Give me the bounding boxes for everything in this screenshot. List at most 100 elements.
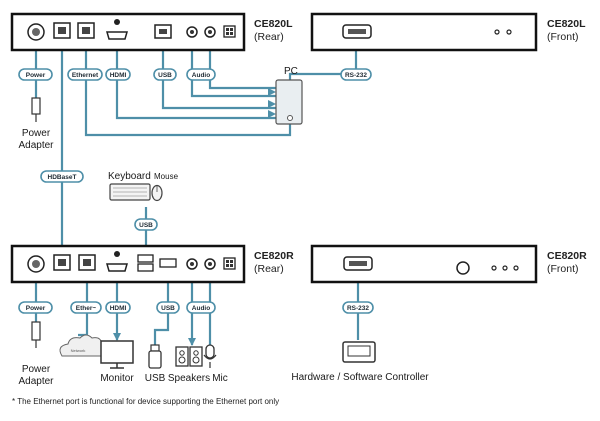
arrow-audio-speaker — [188, 338, 196, 346]
mouse-icon — [151, 184, 163, 202]
power-adapter-top-line1: Power — [22, 128, 51, 139]
led-icon — [513, 265, 519, 271]
keyboard-mouse: Keyboard Mouse USB — [108, 171, 179, 231]
pill-rs232-bot-text: RS-232 — [347, 305, 369, 312]
led-icon — [494, 29, 500, 35]
ethernet-port-inner — [82, 27, 90, 34]
monitor-label: Monitor — [100, 373, 134, 384]
controller-label: Hardware / Software Controller — [291, 372, 429, 383]
pill-rs232-top-text: RS-232 — [345, 72, 367, 79]
power-jack-inner — [32, 28, 40, 36]
led-icon — [114, 19, 120, 25]
cable-usb-top — [161, 48, 276, 110]
pill-ethernet-top-text: Ethernet — [72, 72, 99, 79]
usb-a-port-icon — [137, 254, 154, 263]
power-adapter-bot-line2: Adapter — [18, 376, 54, 387]
pill-hdbaset — [40, 170, 84, 183]
power-adapter-bot-line1: Power — [22, 364, 51, 375]
pill-usb-top — [153, 68, 177, 81]
cables — [34, 48, 360, 345]
top-pills: Power Ethernet HDMI USB Audio RS-232 — [18, 68, 372, 81]
mic: Mic — [203, 344, 228, 384]
arrow-audio-pc — [268, 88, 276, 96]
pc-port-icon — [287, 115, 293, 121]
mic-label: Mic — [212, 373, 228, 384]
ce820r-rear-name: CE820R — [254, 250, 294, 262]
pill-audio-top-text: Audio — [192, 72, 210, 79]
usb-b-port-inner — [159, 29, 167, 34]
power-adapter-plug-icon — [31, 321, 41, 341]
pill-power-bot-text: Power — [26, 305, 46, 312]
led-icon — [502, 265, 508, 271]
ce820l-rear-name: CE820L — [254, 18, 293, 30]
led-icon — [114, 251, 120, 257]
controller: Hardware / Software Controller — [291, 341, 429, 383]
ce820l-front-side: (Front) — [547, 31, 579, 43]
pill-audio-bot — [186, 301, 216, 314]
pill-usb-bot — [156, 301, 180, 314]
pc-tower-icon — [275, 79, 303, 125]
cable-rs232-top — [288, 48, 358, 80]
pill-rs232-top — [340, 68, 372, 81]
device-ce820r-rear: CE820R (Rear) — [10, 244, 294, 284]
pill-power-bot — [18, 301, 53, 314]
arrow-hdmi-pc — [268, 110, 276, 118]
ce820l-rear-side: (Rear) — [254, 31, 284, 43]
audio-in-jack-inner — [208, 30, 212, 34]
power-adapter-plug-icon — [31, 97, 41, 115]
usb-device: USB — [145, 344, 166, 384]
pill-ethernet-top — [67, 68, 103, 81]
button-icon — [456, 261, 470, 275]
hdmi-port-icon — [106, 31, 128, 40]
pc-label: PC — [284, 66, 298, 77]
speakers-label: Speakers — [168, 373, 210, 384]
controller-icon — [342, 341, 376, 363]
footnote: * The Ethernet port is functional for de… — [12, 397, 279, 406]
device-ce820l-front: CE820L (Front) — [310, 12, 586, 52]
pill-hdbaset-text: HDBaseT — [48, 174, 77, 181]
pill-ether-bot-text: Ether~ — [76, 305, 97, 312]
rj45-port-inner — [58, 27, 66, 34]
monitor: Monitor — [100, 340, 134, 384]
pill-audio-bot-text: Audio — [192, 305, 210, 312]
pill-hdmi-bot — [105, 301, 131, 314]
pill-hdmi-top — [105, 68, 131, 81]
ce820l-rear-chassis — [10, 12, 246, 52]
monitor-icon — [100, 340, 134, 364]
pill-hdmi-bot-text: HDMI — [110, 305, 127, 312]
arrow-hdmi-monitor — [113, 333, 121, 341]
pill-hdmi-top-text: HDMI — [110, 72, 127, 79]
led-icon — [491, 265, 497, 271]
keyboard-label: Keyboard — [108, 171, 151, 182]
speakers: Speakers — [168, 346, 210, 384]
pill-power-top-text: Power — [26, 72, 46, 79]
arrow-usb-pc — [268, 100, 276, 108]
cable-audio-top-1 — [190, 48, 276, 98]
pc-tower: PC — [275, 66, 303, 125]
mouse-label: Mouse — [154, 172, 179, 181]
db9-port-inner — [348, 29, 366, 34]
cable-audio-top-2 — [208, 48, 276, 90]
usb-stick-icon — [148, 350, 162, 369]
pill-rs232-bot — [342, 301, 374, 314]
ce820r-front-name: CE820R — [547, 250, 587, 262]
dip-switch-icon — [223, 25, 236, 38]
mic-icon — [205, 344, 215, 359]
network-cloud: Network — [59, 334, 106, 357]
pill-usb-bot-text: USB — [161, 305, 175, 312]
bottom-pills: Power Ether~ HDMI USB Audio RS-232 — [18, 301, 374, 314]
usb-label: USB — [145, 373, 166, 384]
dip-switch-icon — [223, 257, 236, 270]
pill-usb-kbd-text: USB — [139, 222, 153, 229]
usb-a-port-icon — [159, 258, 177, 268]
audio-out-jack-inner — [190, 30, 194, 34]
ce820r-front-side: (Front) — [547, 263, 579, 275]
device-ce820l-rear: CE820L (Rear) — [10, 12, 293, 52]
power-adapter-bot: Power Adapter — [18, 321, 54, 387]
cable-ethernet-top — [84, 48, 292, 137]
pill-usb-kbd — [134, 218, 158, 231]
hdmi-port-icon — [106, 263, 128, 272]
pill-ether-bot — [70, 301, 102, 314]
